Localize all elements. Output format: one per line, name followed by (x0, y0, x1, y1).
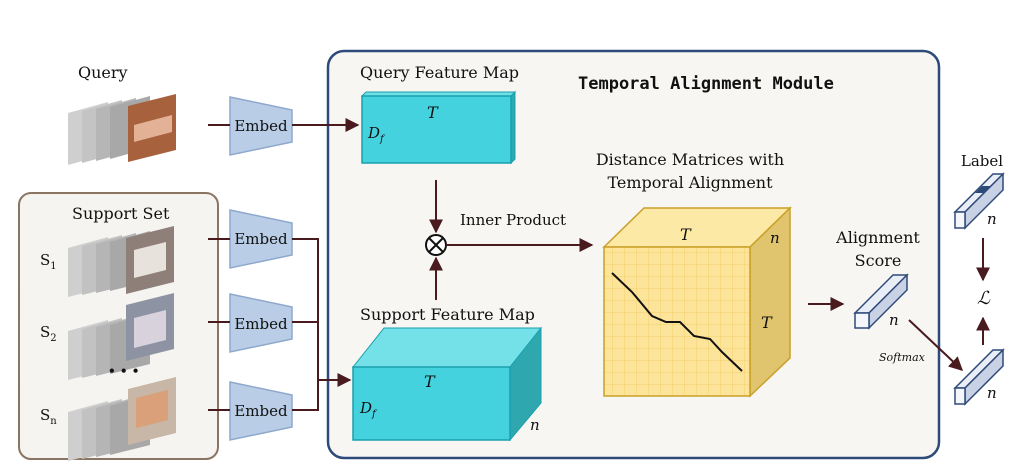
input-connectors (208, 124, 230, 411)
svg-text:Embed: Embed (234, 402, 288, 420)
embed-block-support-2: Embed (229, 293, 293, 353)
svg-text:Embed: Embed (234, 315, 288, 333)
alignment-score-line2: Score (855, 251, 902, 270)
arrow-softmax (908, 319, 964, 371)
label-title: Label (961, 152, 1003, 170)
query-feature-map (360, 90, 517, 165)
distance-title-line2: Temporal Alignment (607, 173, 773, 192)
support-video-frames-2 (68, 293, 174, 380)
inner-product-operator (425, 234, 447, 256)
support-video-frames-1 (68, 226, 174, 297)
alignment-score-n: n (889, 311, 899, 329)
embed-block-support-1: Embed (229, 209, 293, 269)
output-bar (953, 348, 1005, 406)
svg-text:Embed: Embed (234, 230, 288, 248)
output-n: n (987, 384, 997, 402)
query-label: Query (78, 63, 128, 82)
support-merge-connectors (292, 238, 352, 411)
ellipsis: • • • (108, 364, 139, 378)
label-n: n (987, 210, 997, 228)
alignment-score-bar (853, 273, 909, 330)
loss-symbol: ℒ (977, 288, 991, 309)
distance-T-side: T (761, 313, 773, 332)
support-row-label-n: Sn (40, 406, 57, 427)
support-map-Df: Df (359, 399, 378, 420)
query-feature-map-title: Query Feature Map (360, 63, 519, 82)
module-title: Temporal Alignment Module (578, 74, 834, 94)
query-video-frames (68, 94, 176, 165)
query-map-Df: Df (367, 124, 386, 145)
svg-text:Embed: Embed (234, 117, 288, 135)
support-feature-map (351, 326, 543, 442)
inner-product-label: Inner Product (460, 211, 566, 229)
support-row-label-2: S2 (40, 323, 57, 344)
query-map-T: T (427, 103, 439, 122)
label-bar (953, 172, 1005, 230)
distance-matrix-cube (602, 206, 792, 398)
distance-title-line1: Distance Matrices with (596, 150, 784, 169)
embed-block-support-n: Embed (229, 381, 293, 441)
distance-T-top: T (680, 225, 692, 244)
distance-n: n (770, 229, 780, 247)
support-set-title: Support Set (72, 204, 170, 223)
alignment-score-line1: Alignment (835, 228, 920, 247)
support-map-T: T (424, 372, 436, 391)
support-map-n: n (530, 416, 540, 434)
embed-block-query: Embed (229, 96, 293, 156)
support-feature-map-title: Support Feature Map (360, 305, 535, 324)
softmax-label: Softmax (879, 351, 926, 364)
support-video-frames-n (68, 377, 176, 461)
support-row-label-1: S1 (40, 251, 57, 272)
